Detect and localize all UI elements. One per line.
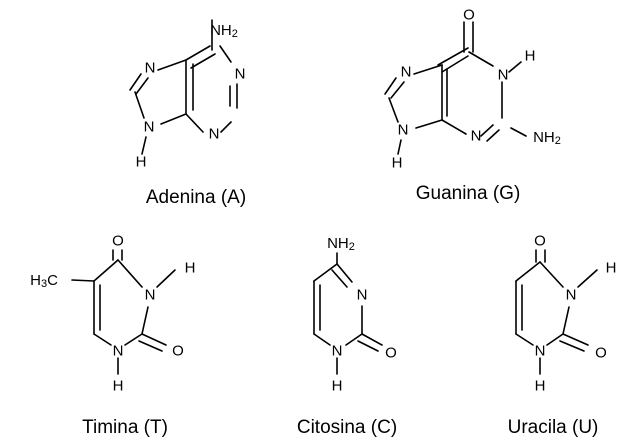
thymine-structure: O H3C N H N H O Timina (T) xyxy=(30,233,195,439)
uracil-atom-h3: H xyxy=(606,260,617,277)
guanine-atom-h9: H xyxy=(392,155,403,172)
uracil-label: Uracila (U) xyxy=(508,417,599,438)
cytosine-amino-group: NH2 xyxy=(327,235,355,254)
thymine-bonds xyxy=(71,249,176,375)
cytosine-atom-n3: N xyxy=(357,287,368,304)
thymine-carbonyl-oxygen-4: O xyxy=(112,233,124,250)
thymine-atom-n1: N xyxy=(113,343,124,360)
thymine-atom-n3: N xyxy=(145,287,156,304)
adenine-atom-n1: N xyxy=(235,66,246,83)
guanine-atom-n3: N xyxy=(471,128,482,145)
adenine-atom-n7: N xyxy=(145,60,156,77)
adenine-atom-n3: N xyxy=(209,126,220,143)
thymine-label: Timina (T) xyxy=(82,417,168,438)
thymine-carbonyl-oxygen-2: O xyxy=(172,343,184,360)
guanine-atom-h1: H xyxy=(525,48,536,65)
cytosine-atom-n1: N xyxy=(332,343,343,360)
adenine-atom-h9: H xyxy=(136,154,147,171)
guanine-amino-group: NH2 xyxy=(533,129,561,148)
guanine-atom-n9: N xyxy=(398,122,409,139)
cytosine-bonds xyxy=(313,252,383,375)
adenine-amino-group: NH2 xyxy=(210,22,238,41)
guanine-atom-n1: N xyxy=(498,67,509,84)
cytosine-label: Citosina (C) xyxy=(297,417,397,438)
guanine-label: Guanina (G) xyxy=(416,183,521,204)
thymine-atom-h3: H xyxy=(185,260,196,277)
adenine-structure: NH2 N N N N H Adenina (A) xyxy=(129,19,246,208)
uracil-atom-n3: N xyxy=(566,287,577,304)
uracil-atom-h1: H xyxy=(535,378,546,395)
thymine-atom-h1: H xyxy=(113,378,124,395)
guanine-structure: O N H N N N H NH2 Guanina (G) xyxy=(384,7,561,204)
thymine-methyl-group: H3C xyxy=(30,272,58,291)
cytosine-atom-h1: H xyxy=(332,378,343,395)
cytosine-carbonyl-oxygen: O xyxy=(385,345,397,362)
uracil-structure: O N H N H O Uracila (U) xyxy=(508,233,617,439)
guanine-carbonyl-oxygen: O xyxy=(463,7,475,24)
uracil-carbonyl-oxygen-4: O xyxy=(534,233,546,250)
adenine-atom-n9: N xyxy=(144,119,155,136)
uracil-carbonyl-oxygen-2: O xyxy=(595,345,607,362)
cytosine-structure: NH2 N N H O Citosina (C) xyxy=(297,235,397,439)
adenine-bonds xyxy=(129,19,238,155)
uracil-bonds xyxy=(515,249,598,375)
guanine-atom-n7: N xyxy=(401,64,412,81)
adenine-label: Adenina (A) xyxy=(146,187,246,208)
uracil-atom-n1: N xyxy=(535,343,546,360)
guanine-bonds xyxy=(384,21,527,155)
